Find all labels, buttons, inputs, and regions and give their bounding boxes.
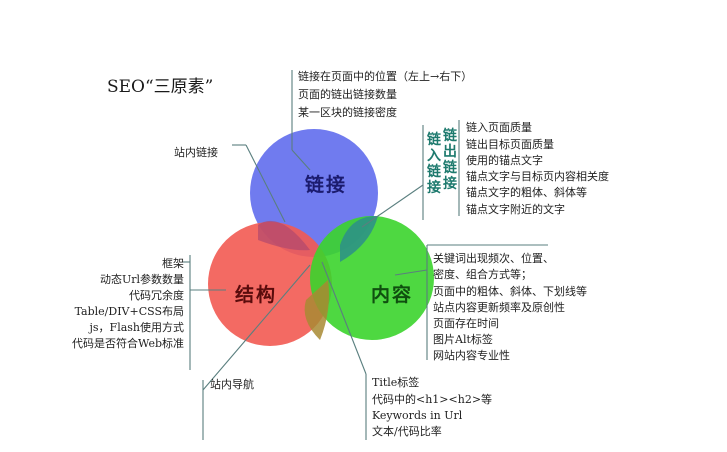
structure-circle-label: 结构 (235, 283, 277, 306)
anchor-item-4: 锚点文字的粗体、斜体等 (466, 185, 587, 199)
structure-item-0: 框架 (162, 257, 184, 270)
internal-links-label: 站内链接 (174, 145, 218, 159)
anchor-item-1: 链出目标页面质量 (466, 137, 554, 151)
anchor-item-3: 锚点文字与目标页内容相关度 (466, 169, 609, 183)
keyword-item-1: 密度、组合方式等； (433, 267, 532, 281)
outbound-links-vertical: 链 出 链 接 (443, 127, 458, 192)
inbound-links-vertical: 链 入 链 接 (427, 131, 442, 196)
inbound-links-char-2: 链 (427, 163, 442, 180)
content-circle-label: 内容 (371, 283, 413, 306)
anchor-item-5: 锚点文字附近的文字 (466, 202, 565, 216)
structure-item-4: js，Flash使用方式 (88, 320, 185, 334)
outbound-links-char-3: 接 (443, 175, 457, 192)
tag-item-3: 文本/代码比率 (372, 424, 442, 438)
link-position-item-1: 页面的链出链接数量 (298, 87, 397, 101)
keyword-item-4: 页面存在时间 (433, 316, 499, 330)
links-circle-label: 链接 (305, 173, 347, 196)
site-nav-label: 站内导航 (210, 377, 254, 391)
connector-lines (182, 70, 548, 440)
outbound-links-char-2: 链 (443, 159, 458, 176)
tag-item-0: Title标签 (372, 375, 419, 389)
link-position-item-0: 链接在页面中的位置（左上→右下） (298, 69, 472, 83)
keyword-item-5: 图片Alt标签 (433, 332, 493, 346)
structure-item-1: 动态Url参数数量 (100, 272, 184, 286)
keyword-item-3: 站点内容更新频率及原创性 (433, 300, 565, 314)
keyword-item-0: 关键词出现频次、位置、 (433, 251, 554, 265)
anchor-item-0: 链入页面质量 (466, 120, 532, 134)
structure-item-3: Table/DIV+CSS布局 (75, 305, 184, 318)
structure-item-5: 代码是否符合Web标准 (72, 336, 184, 350)
diagram-title: SEO“三原素” (107, 77, 213, 97)
tag-item-2: Keywords in Url (372, 409, 463, 422)
structure-item-2: 代码冗余度 (129, 288, 184, 302)
links-content-overlap (340, 215, 378, 262)
inbound-links-char-3: 接 (427, 179, 441, 196)
outbound-links-char-1: 出 (443, 143, 457, 160)
keyword-item-2: 页面中的粗体、斜体、下划线等 (433, 284, 587, 298)
tag-item-1: 代码中的<h1><h2>等 (372, 392, 492, 406)
link-position-item-2: 某一区块的链接密度 (298, 105, 397, 119)
anchor-item-2: 使用的锚点文字 (466, 153, 543, 167)
keyword-item-6: 网站内容专业性 (433, 348, 510, 362)
inbound-links-char-1: 入 (427, 148, 441, 164)
inbound-links-char-0: 链 (427, 131, 442, 148)
structure-content-overlap (304, 280, 329, 340)
links-structure-overlap (258, 220, 310, 251)
outbound-links-char-0: 链 (443, 127, 458, 144)
structure-circle (208, 222, 332, 346)
